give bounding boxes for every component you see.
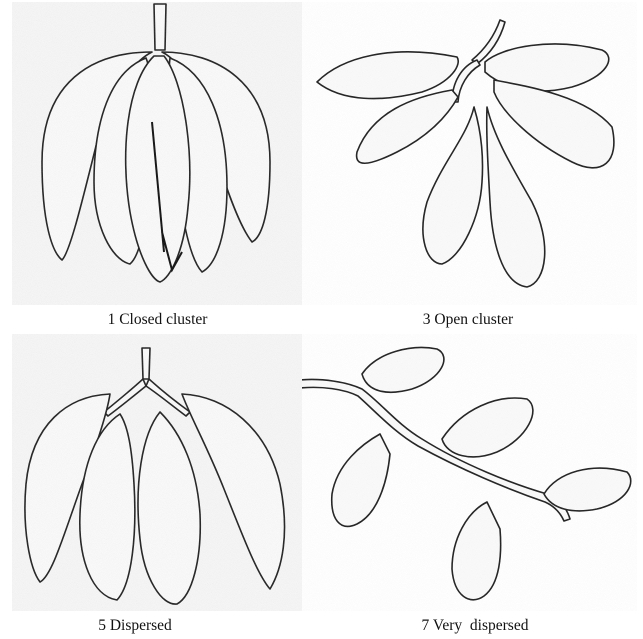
very-dispersed-panel <box>302 334 637 611</box>
open-cluster-panel <box>302 2 637 305</box>
caption-closed-cluster: 1 Closed cluster <box>75 311 240 329</box>
dispersed-illustration <box>12 334 302 611</box>
closed-cluster-illustration <box>12 2 302 305</box>
caption-open-cluster: 3 Open cluster <box>378 311 558 329</box>
closed-cluster-panel <box>12 2 302 305</box>
caption-very-dispersed: 7 Very dispersed <box>395 617 555 635</box>
dispersed-panel <box>12 334 302 611</box>
caption-dispersed: 5 Dispersed <box>75 617 195 635</box>
open-cluster-illustration <box>302 2 637 305</box>
very-dispersed-illustration <box>302 334 637 611</box>
